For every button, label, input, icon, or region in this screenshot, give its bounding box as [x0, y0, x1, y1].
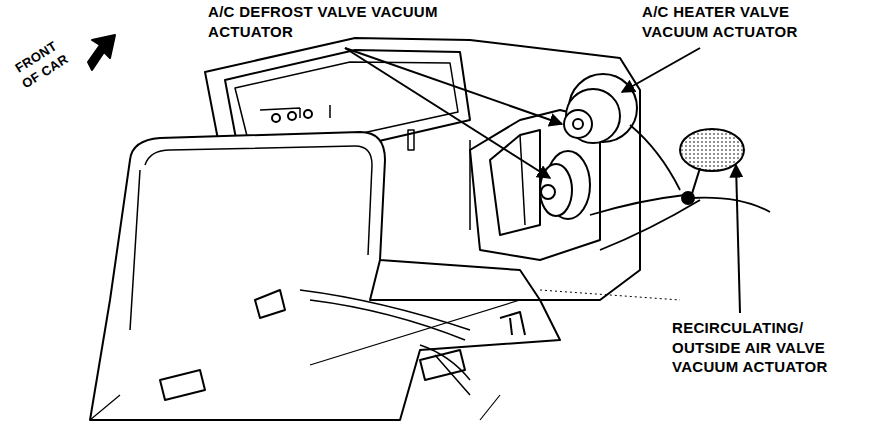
housing-hole	[272, 114, 280, 122]
clip-bracket	[255, 290, 285, 318]
heater-actuator-cap	[564, 110, 592, 138]
heater-actuator-pin	[573, 119, 583, 129]
panel-edge	[145, 146, 372, 255]
leader-line	[345, 48, 550, 178]
housing-hole	[304, 110, 312, 118]
direction-label: FRONT OF CAR	[4, 33, 78, 97]
defrost-actuator-pin	[541, 185, 555, 199]
hose-connector	[682, 192, 694, 204]
clip-bracket	[420, 350, 465, 380]
hatched-edge	[540, 290, 680, 300]
valve-case	[470, 110, 600, 260]
panel-edge	[130, 170, 140, 330]
defrost-actuator-body	[540, 164, 572, 216]
part-label: A/C HEATER VALVE VACUUM ACTUATOR	[642, 2, 857, 41]
leader-line	[736, 165, 740, 313]
recirc-actuator	[680, 129, 744, 171]
part-label: RECIRCULATING/ OUTSIDE AIR VALVE VACUUM …	[672, 318, 872, 377]
leader-line	[622, 48, 700, 92]
housing-hole	[288, 112, 296, 120]
leader-line	[345, 48, 562, 124]
lower-panel	[90, 132, 560, 420]
clip-bracket	[500, 312, 525, 335]
vacuum-hose	[590, 125, 770, 250]
direction-arrow	[88, 35, 115, 70]
valve-door-edge	[520, 135, 525, 225]
clip-bracket	[160, 370, 205, 400]
outline-detail	[90, 300, 520, 420]
part-label: A/C DEFROST VALVE VACUUM ACTUATOR	[208, 2, 440, 41]
wire-harness	[300, 290, 470, 395]
